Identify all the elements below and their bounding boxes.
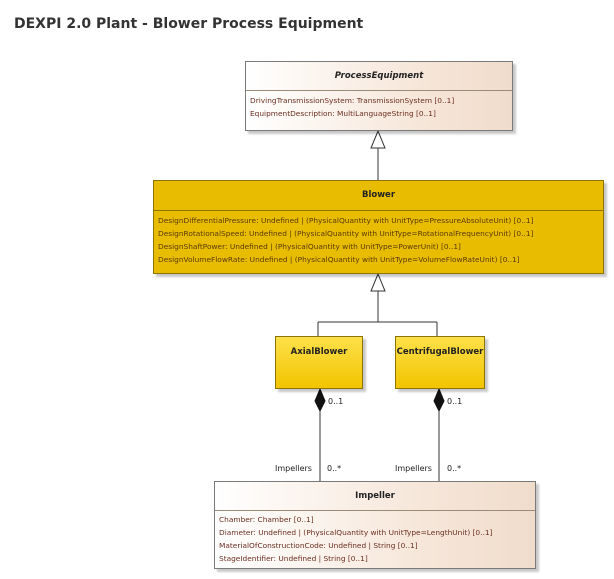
class-axial-blower[interactable]: AxialBlower bbox=[275, 336, 363, 389]
class-name: AxialBlower bbox=[290, 347, 348, 357]
class-blower[interactable]: Blower DesignDifferentialPressure: Undef… bbox=[153, 180, 604, 274]
attribute: MaterialOfConstructionCode: Undefined | … bbox=[219, 541, 418, 550]
composition-diamond-centrifugal bbox=[433, 387, 445, 413]
role-label: Impellers bbox=[275, 464, 312, 473]
class-name: Blower bbox=[361, 190, 396, 200]
attribute: DesignVolumeFlowRate: Undefined | (Physi… bbox=[158, 255, 520, 264]
generalization-arrow-subclasses bbox=[370, 272, 386, 292]
composition-diamond-axial bbox=[314, 387, 326, 413]
attribute: DesignShaftPower: Undefined | (PhysicalQ… bbox=[158, 242, 461, 251]
generalization-arrow-blower bbox=[370, 129, 386, 149]
class-name: CentrifugalBlower bbox=[396, 347, 484, 357]
attribute-list: Chamber: Chamber [0..1] Diameter: Undefi… bbox=[215, 510, 535, 568]
attribute: Chamber: Chamber [0..1] bbox=[219, 515, 314, 524]
class-process-equipment[interactable]: ProcessEquipment DrivingTransmissionSyst… bbox=[245, 61, 513, 131]
attribute: DesignDifferentialPressure: Undefined | … bbox=[158, 216, 534, 225]
attribute: DesignRotationalSpeed: Undefined | (Phys… bbox=[158, 229, 534, 238]
class-name: Impeller bbox=[355, 491, 395, 501]
attribute: DrivingTransmissionSystem: TransmissionS… bbox=[250, 96, 455, 105]
attribute: StageIdentifier: Undefined | String [0..… bbox=[219, 554, 368, 563]
class-centrifugal-blower[interactable]: CentrifugalBlower bbox=[395, 336, 485, 389]
multiplicity-label: 0..* bbox=[447, 464, 462, 473]
attribute: Diameter: Undefined | (PhysicalQuantity … bbox=[219, 528, 493, 537]
multiplicity-label: 0..* bbox=[327, 464, 342, 473]
attribute-list: DrivingTransmissionSystem: TransmissionS… bbox=[246, 90, 512, 123]
multiplicity-label: 0..1 bbox=[328, 397, 344, 406]
role-label: Impellers bbox=[395, 464, 432, 473]
diagram-title: DEXPI 2.0 Plant - Blower Process Equipme… bbox=[14, 16, 364, 32]
attribute: EquipmentDescription: MultiLanguageStrin… bbox=[250, 109, 436, 118]
multiplicity-label: 0..1 bbox=[447, 397, 463, 406]
attribute-list: DesignDifferentialPressure: Undefined | … bbox=[154, 210, 603, 269]
class-name: ProcessEquipment bbox=[334, 71, 424, 81]
class-impeller[interactable]: Impeller Chamber: Chamber [0..1] Diamete… bbox=[214, 481, 536, 569]
